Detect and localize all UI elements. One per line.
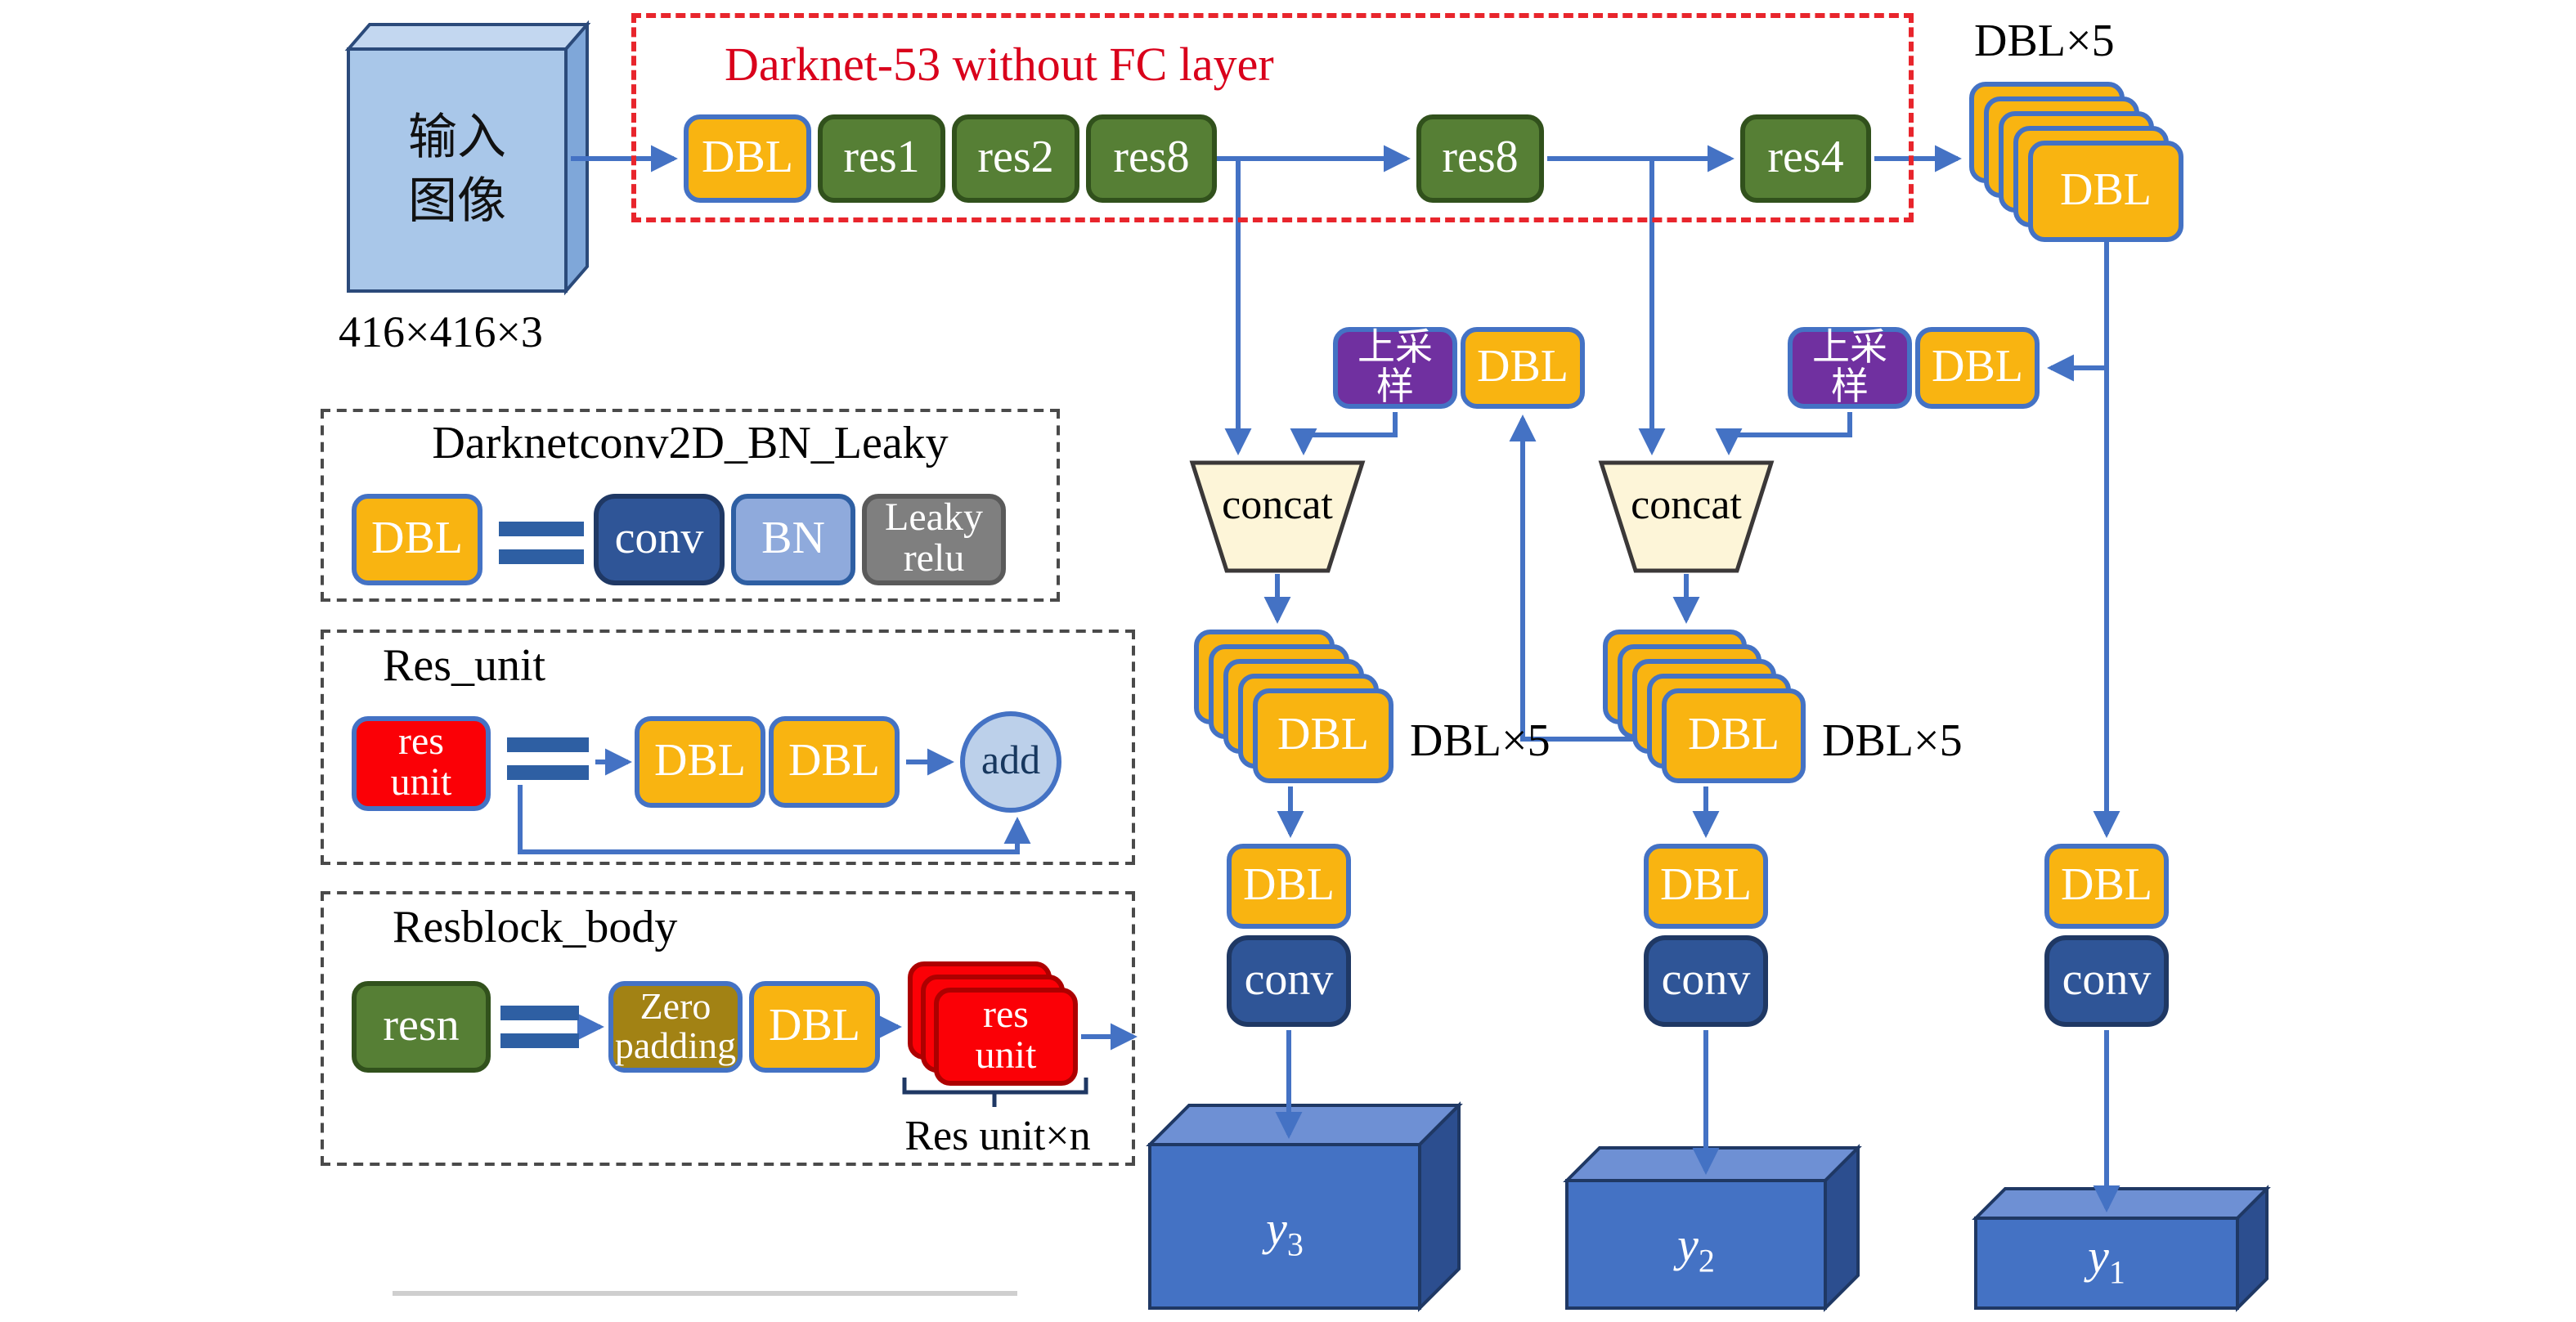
dbl-stack-front-top-right: DBL: [2028, 141, 2183, 242]
leaky-relu-line2: relu: [903, 538, 965, 580]
add-circle: add: [960, 711, 1061, 813]
upsample1-box: 上采 样: [1333, 327, 1457, 409]
equals-sign: [507, 737, 589, 752]
concat1-label: concat: [1222, 481, 1333, 528]
dbl-stack-front-middle: DBL: [1662, 688, 1806, 783]
input-image-3d-box: [344, 20, 591, 296]
upsample2-dbl-box: DBL: [1915, 327, 2040, 409]
input-image-label-line1: 输入: [408, 111, 506, 165]
upsample1-dbl-box: DBL: [1461, 327, 1585, 409]
upsample1-label-line1: 上采: [1358, 327, 1433, 369]
res-unit-stack-line1: res: [983, 994, 1029, 1037]
legend-bn-box: BN: [731, 494, 855, 585]
arrow-upsample1-to-concat1: [1290, 412, 1398, 455]
res-unit-stack-line2: unit: [975, 1035, 1037, 1078]
res-unit-brace: [902, 1078, 1088, 1107]
res8-block-1: res8: [1086, 114, 1217, 203]
input-size-label: 416×416×3: [339, 307, 543, 356]
input-image-label-line2: 图像: [408, 175, 506, 229]
legend-dbl-dbl-box: DBL: [352, 494, 482, 585]
legend-res-dbl1-box: DBL: [635, 716, 765, 808]
head2-dbl-box: DBL: [1644, 844, 1768, 929]
output-y3-base: y: [1266, 1203, 1287, 1256]
upsample2-label-line2: 样: [1831, 366, 1869, 407]
backbone-title: Darknet-53 without FC layer: [725, 39, 1274, 92]
legend-dbl-title: Darknetconv2D_BN_Leaky: [432, 419, 949, 469]
output-y1-3d-box: [1972, 1185, 2271, 1312]
arrow-stack-middle-to-upsample1: [1509, 415, 1662, 742]
equals-sign: [507, 765, 589, 780]
output-y3-3d-box: [1146, 1101, 1463, 1312]
legend-res-unit-title: Res_unit: [383, 641, 546, 692]
res8-block-2: res8: [1416, 114, 1544, 203]
output-y2-base: y: [1677, 1220, 1699, 1272]
legend-conv-box: conv: [594, 494, 725, 585]
dbl-x5-label-middle: DBL×5: [1822, 716, 1963, 767]
legend-resblock-region: [321, 891, 1135, 1166]
res-unit-line2: unit: [390, 762, 452, 804]
zero-padding-line2: padding: [614, 1025, 737, 1066]
legend-res-unit-region: [321, 630, 1135, 865]
legend-dbl-region: [321, 409, 1060, 602]
dbl-x5-label-left: DBL×5: [1410, 716, 1551, 767]
legend-resblock-title: Resblock_body: [393, 903, 678, 953]
output-y2-label: y2: [1567, 1220, 1825, 1282]
output-y1-base: y: [2088, 1231, 2109, 1284]
legend-leaky-relu-box: Leaky relu: [862, 494, 1006, 585]
backbone-region: [631, 13, 1914, 222]
equals-sign: [500, 1033, 579, 1048]
output-y1-label: y1: [1976, 1231, 2237, 1293]
res-unit-count-label: Res unit×n: [904, 1112, 1091, 1159]
legend-res-unit-box: res unit: [352, 716, 491, 811]
equals-sign: [499, 549, 584, 564]
zero-padding-line1: Zero: [640, 986, 711, 1028]
legend-resn-box: resn: [352, 981, 491, 1073]
dbl-x5-label-top-right: DBL×5: [1974, 16, 2115, 67]
output-y3-label: y3: [1150, 1203, 1420, 1266]
res2-block: res2: [952, 114, 1079, 203]
input-image-label: 输入 图像: [348, 95, 566, 245]
leaky-relu-line1: Leaky: [885, 497, 983, 540]
output-y1-sub: 1: [2108, 1255, 2125, 1292]
legend-resblock-dbl-box: DBL: [749, 981, 880, 1073]
dbl-block-backbone: DBL: [684, 114, 811, 203]
upsample2-label-line1: 上采: [1812, 327, 1887, 369]
output-y2-3d-box: [1563, 1144, 1862, 1312]
dbl-stack-front-left: DBL: [1253, 688, 1393, 783]
res1-block: res1: [818, 114, 945, 203]
legend-res-dbl2-box: DBL: [769, 716, 900, 808]
output-y3-sub: 3: [1286, 1227, 1304, 1264]
head1-dbl-box: DBL: [1227, 844, 1351, 929]
output-y2-sub: 2: [1698, 1244, 1715, 1280]
concat1-shape: [1189, 460, 1366, 573]
arrow-skip-connection: [518, 785, 1031, 854]
arrow-upsample2-to-concat2: [1715, 412, 1852, 455]
upsample1-label-line2: 样: [1376, 366, 1414, 407]
res-unit-line1: res: [398, 721, 444, 764]
upsample2-box: 上采 样: [1788, 327, 1912, 409]
head3-dbl-box: DBL: [2044, 844, 2169, 929]
legend-zero-padding-box: Zero padding: [608, 981, 743, 1073]
res4-block: res4: [1740, 114, 1871, 203]
head3-conv-box: conv: [2044, 935, 2169, 1027]
res-unit-stack-front: res unit: [934, 988, 1078, 1086]
head1-conv-box: conv: [1227, 935, 1351, 1027]
concat2-shape: [1598, 460, 1775, 573]
head2-conv-box: conv: [1644, 935, 1768, 1027]
concat2-label: concat: [1631, 481, 1742, 528]
equals-sign: [500, 1006, 579, 1020]
equals-sign: [499, 522, 584, 536]
connector-arrows: [518, 145, 2120, 1212]
